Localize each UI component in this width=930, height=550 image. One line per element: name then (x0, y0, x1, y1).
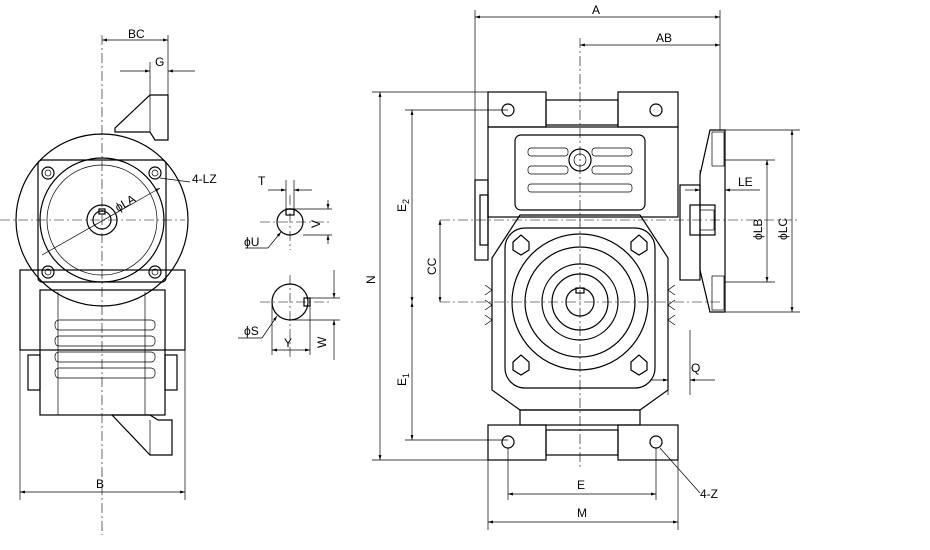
label-a: A (592, 3, 600, 17)
label-n: N (364, 275, 378, 284)
label-le: LE (738, 175, 753, 189)
label-w: W (315, 336, 329, 348)
label-g: G (155, 55, 164, 69)
upper-fins (527, 147, 633, 193)
label-bc: BC (128, 27, 145, 41)
label-ab: AB (656, 31, 672, 45)
cooling-fins (54, 319, 156, 379)
side-ribs (484, 284, 676, 326)
label-t: T (258, 174, 266, 188)
label-lb: ϕLB (751, 219, 765, 240)
side-view: ϕLA BC G 4-LZ B (0, 27, 217, 535)
label-b: B (96, 477, 104, 491)
label-4lz: 4-LZ (192, 172, 217, 186)
shaft-detail-small: T V ϕU (244, 174, 332, 250)
mount-bolt-holes (41, 166, 162, 279)
label-m: M (577, 506, 587, 520)
label-cc: CC (425, 257, 439, 275)
label-y: Y (284, 336, 292, 350)
front-view: A AB N E2 E1 CC LE ϕLB ϕLC (364, 3, 800, 530)
label-q: Q (691, 361, 700, 375)
label-4z: 4-Z (700, 487, 718, 501)
hex-bolts (512, 234, 648, 376)
label-e: E (577, 478, 585, 492)
shaft-detail-large: Y W ϕS (238, 270, 340, 360)
label-s: ϕS (244, 324, 259, 338)
label-u: ϕU (244, 235, 259, 249)
label-la: ϕLA (113, 192, 139, 215)
label-v: V (309, 220, 323, 228)
label-lc: ϕLC (776, 218, 790, 240)
label-e2: E2 (395, 199, 411, 212)
label-e1: E1 (395, 373, 411, 386)
